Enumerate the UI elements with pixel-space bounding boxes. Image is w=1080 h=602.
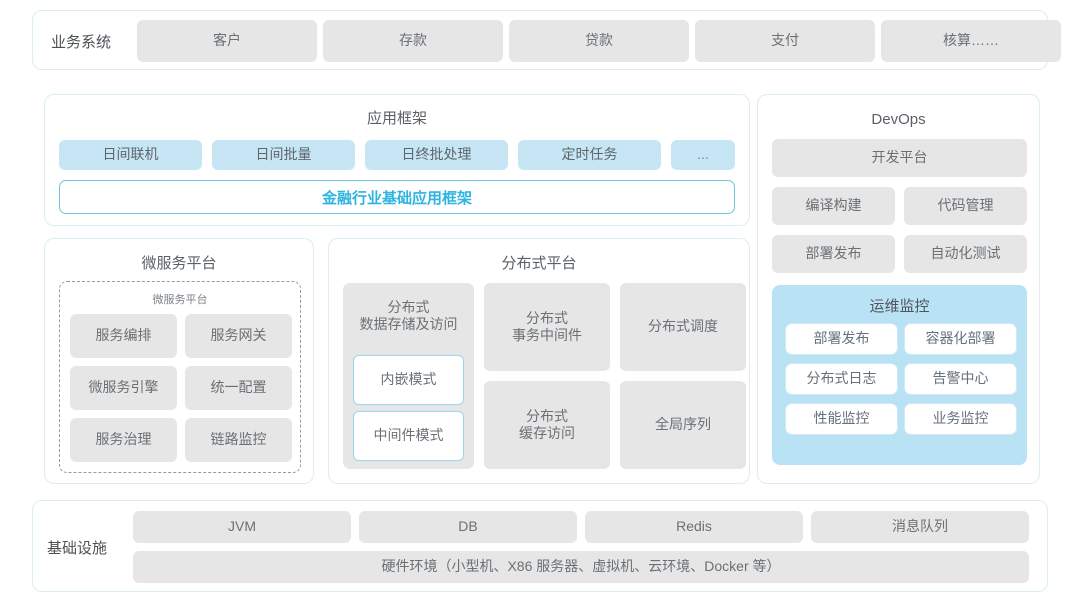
- distributed-item-transaction-middleware[interactable]: 分布式 事务中间件: [484, 283, 610, 371]
- microservice-item-engine[interactable]: 微服务引擎: [70, 366, 177, 410]
- devops-panel: DevOps 开发平台 编译构建 代码管理 部署发布 自动化测试 运维监控 部署…: [757, 94, 1040, 484]
- ops-monitoring-item-performance-monitor[interactable]: 性能监控: [785, 403, 898, 435]
- app-framework-item-more[interactable]: ...: [671, 140, 735, 170]
- devops-item-automated-test[interactable]: 自动化测试: [904, 235, 1027, 273]
- ops-monitoring-item-deploy-release[interactable]: 部署发布: [785, 323, 898, 355]
- distributed-title: 分布式平台: [501, 255, 577, 272]
- app-framework-item-online[interactable]: 日间联机: [59, 140, 202, 170]
- infrastructure-label: 基础设施: [47, 540, 108, 557]
- infrastructure-item-db[interactable]: DB: [359, 511, 577, 543]
- business-system-label: 业务系统: [51, 34, 112, 51]
- distributed-storage-label: 分布式 数据存储及访问: [359, 299, 458, 333]
- ops-monitoring-item-business-monitor[interactable]: 业务监控: [904, 403, 1017, 435]
- devops-title: DevOps: [871, 111, 926, 128]
- microservice-item-orchestration[interactable]: 服务编排: [70, 314, 177, 358]
- ops-monitoring-item-distributed-log[interactable]: 分布式日志: [785, 363, 898, 395]
- distributed-panel: 分布式平台 分布式 数据存储及访问 内嵌模式 中间件模式 分布式 事务中间件 分…: [328, 238, 750, 484]
- app-framework-item-eod-batch[interactable]: 日终批处理: [365, 140, 508, 170]
- microservice-title: 微服务平台: [141, 255, 217, 272]
- microservice-panel: 微服务平台 微服务平台 服务编排 服务网关 微服务引擎 统一配置 服务治理 链路…: [44, 238, 314, 484]
- infrastructure-item-jvm[interactable]: JVM: [133, 511, 351, 543]
- devops-item-deploy-release[interactable]: 部署发布: [772, 235, 895, 273]
- devops-item-code-management[interactable]: 代码管理: [904, 187, 1027, 225]
- microservice-item-trace-monitor[interactable]: 链路监控: [185, 418, 292, 462]
- business-system-section: 业务系统 客户 存款 贷款 支付 核算……: [32, 10, 1061, 70]
- distributed-item-global-sequence[interactable]: 全局序列: [620, 381, 746, 469]
- microservice-item-unified-config[interactable]: 统一配置: [185, 366, 292, 410]
- infrastructure-item-message-queue[interactable]: 消息队列: [811, 511, 1029, 543]
- app-framework-title: 应用框架: [366, 110, 427, 127]
- distributed-storage-mode-middleware[interactable]: 中间件模式: [353, 411, 464, 461]
- ops-monitoring-title: 运维监控: [869, 298, 930, 315]
- distributed-item-scheduling[interactable]: 分布式调度: [620, 283, 746, 371]
- infrastructure-item-redis[interactable]: Redis: [585, 511, 803, 543]
- distributed-item-cache-access[interactable]: 分布式 缓存访问: [484, 381, 610, 469]
- microservice-item-gateway[interactable]: 服务网关: [185, 314, 292, 358]
- devops-item-compile-build[interactable]: 编译构建: [772, 187, 895, 225]
- app-framework-panel: 应用框架 日间联机 日间批量 日终批处理 定时任务 ... 金融行业基础应用框架: [44, 94, 750, 226]
- business-system-item-accounting[interactable]: 核算……: [881, 20, 1061, 62]
- devops-item-dev-platform[interactable]: 开发平台: [772, 139, 1027, 177]
- business-system-item-deposit[interactable]: 存款: [323, 20, 503, 62]
- distributed-storage-group: 分布式 数据存储及访问 内嵌模式 中间件模式: [343, 283, 474, 469]
- app-framework-item-scheduled-task[interactable]: 定时任务: [518, 140, 661, 170]
- distributed-storage-mode-embedded[interactable]: 内嵌模式: [353, 355, 464, 405]
- ops-monitoring-item-alert-center[interactable]: 告警中心: [904, 363, 1017, 395]
- finance-base-framework-strip[interactable]: 金融行业基础应用框架: [59, 180, 735, 214]
- microservice-item-governance[interactable]: 服务治理: [70, 418, 177, 462]
- infrastructure-section: 基础设施 JVM DB Redis 消息队列 硬件环境（小型机、X86 服务器、…: [32, 500, 1048, 592]
- microservice-inner-title: 微服务平台: [152, 294, 208, 306]
- ops-monitoring-panel: 运维监控 部署发布 容器化部署 分布式日志 告警中心 性能监控 业务监控: [772, 285, 1027, 465]
- business-system-item-payment[interactable]: 支付: [695, 20, 875, 62]
- microservice-inner-box: 微服务平台 服务编排 服务网关 微服务引擎 统一配置 服务治理 链路监控: [59, 281, 301, 473]
- business-system-item-loan[interactable]: 贷款: [509, 20, 689, 62]
- ops-monitoring-item-container-deploy[interactable]: 容器化部署: [904, 323, 1017, 355]
- app-framework-item-batch[interactable]: 日间批量: [212, 140, 355, 170]
- business-system-item-customer[interactable]: 客户: [137, 20, 317, 62]
- infrastructure-hardware-environment[interactable]: 硬件环境（小型机、X86 服务器、虚拟机、云环境、Docker 等）: [133, 551, 1029, 583]
